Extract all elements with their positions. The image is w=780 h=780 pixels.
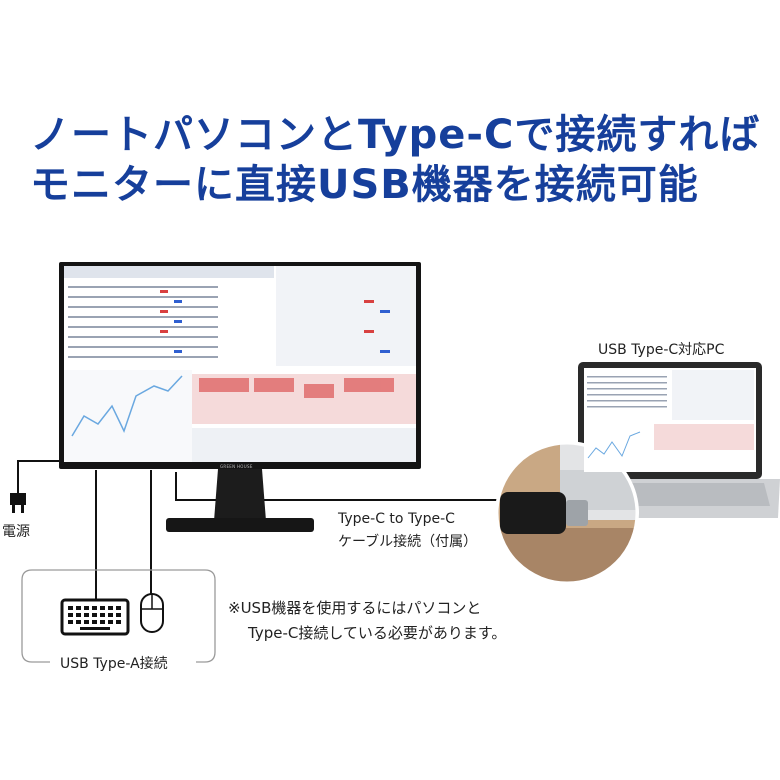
headline-line-2: モニターに直接USB機器を接続可能 — [30, 162, 699, 208]
cable-label-line-2: ケーブル接続（付属） — [338, 534, 478, 550]
note-line-1: ※USB機器を使用するにはパソコンと — [228, 599, 482, 617]
laptop-screen — [584, 368, 756, 472]
keyboard-icon — [60, 598, 130, 636]
laptop-screen-content — [584, 368, 756, 472]
laptop-label: USB Type-C対応PC — [598, 342, 725, 358]
monitor-screen — [64, 266, 416, 462]
power-label: 電源 — [2, 524, 30, 540]
power-plug-icon — [10, 493, 26, 513]
monitor-brand-logo: GREEN HOUSE — [220, 464, 253, 469]
type-c-cable — [175, 472, 505, 501]
power-cable — [17, 460, 62, 493]
cable-zoom-circle — [495, 441, 639, 585]
note-line-2: Type-C接続している必要があります。 — [248, 624, 507, 642]
cable-label-line-1: Type-C to Type-C — [338, 511, 455, 527]
mouse-icon — [140, 593, 164, 633]
monitor-screen-content — [64, 266, 416, 462]
usb-a-box — [21, 569, 216, 663]
usb-a-cables — [95, 470, 152, 600]
usb-a-label: USB Type-A接続 — [56, 653, 172, 673]
headline-line-1: ノートパソコンとType-Cで接続すれば — [30, 112, 761, 158]
